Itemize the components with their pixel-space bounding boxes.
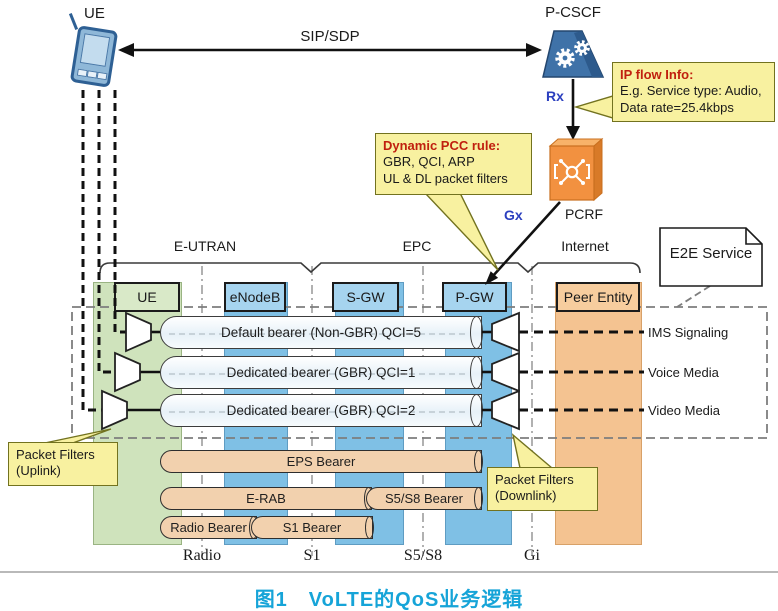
downlink-filter-icon-1 xyxy=(491,311,520,353)
eps-bearer-label: EPS Bearer xyxy=(286,454,356,469)
ue-node-label: UE xyxy=(84,5,105,22)
ue-uplink-dashed-flows xyxy=(81,90,126,412)
column-header-ue: UE xyxy=(114,282,180,312)
uplink-filter-icon-2 xyxy=(114,351,141,393)
funnel-connectors xyxy=(127,330,492,412)
ip-flow-callout-pointer xyxy=(573,95,614,119)
callout-pointers xyxy=(39,95,614,469)
downlink-callout-pointer xyxy=(511,433,554,469)
e-rab-label: E-RAB xyxy=(246,491,286,506)
interface-label-s5s8: S5/S8 xyxy=(403,547,443,564)
pcscf-node-label: P-CSCF xyxy=(545,4,601,21)
uplink-filter-icon-3 xyxy=(101,389,128,431)
bearer-pipe-inner-dash xyxy=(169,372,465,375)
gx-reference-point-label: Gx xyxy=(504,207,523,223)
column-header-sgw: S-GW xyxy=(332,282,399,312)
e2e-note-connector xyxy=(676,285,711,308)
e2e-note-icon xyxy=(659,227,763,287)
interface-label-s1: S1 xyxy=(303,547,321,564)
region-label-epc: EPC xyxy=(402,238,432,254)
pipe-end-ellipse xyxy=(365,516,374,539)
pipe-end-ellipse xyxy=(474,450,483,473)
ip-flow-info-title: IP flow Info: xyxy=(620,67,694,82)
s5s8-bearer-pipe: S5/S8 Bearer xyxy=(366,487,483,510)
uplink-packet-filter-icons xyxy=(101,311,152,431)
dynamic-pcc-rule-line2: UL & DL packet filters xyxy=(383,170,508,186)
region-braces xyxy=(99,262,641,274)
e2e-service-dashed-boundary xyxy=(71,306,768,439)
region-label-internet: Internet xyxy=(561,238,609,254)
sip-sdp-label: SIP/SDP xyxy=(300,28,360,45)
rx-reference-point-label: Rx xyxy=(546,88,564,104)
pcscf-icon xyxy=(542,30,605,78)
dynamic-pcc-rule-callout: Dynamic PCC rule: GBR, QCI, ARP UL & DL … xyxy=(375,133,532,195)
media-label-video-media: Video Media xyxy=(648,403,721,418)
column-header-peer-entity: Peer Entity xyxy=(556,282,640,312)
pcrf-icon xyxy=(548,137,604,202)
column-header-enodeb-label: eNodeB xyxy=(229,289,281,305)
packet-filters-downlink-callout: Packet Filters (Downlink) xyxy=(487,467,598,511)
downlink-filter-icon-3 xyxy=(491,389,520,431)
bearer-pipe-qci2-label: Dedicated bearer (GBR) QCI=2 xyxy=(226,403,416,418)
bearer-pipe-dedicated-qci2: Dedicated bearer (GBR) QCI=2 xyxy=(160,394,483,427)
bearer-pipe-inner-dash xyxy=(169,410,465,413)
interface-label-radio: Radio xyxy=(182,547,222,564)
ue-phone-button xyxy=(96,71,108,81)
sip-sdp-arrow xyxy=(118,43,542,57)
e-rab-pipe: E-RAB xyxy=(160,487,373,510)
column-header-pgw-label: P-GW xyxy=(455,289,494,305)
packet-filters-uplink-line2: (Uplink) xyxy=(16,463,61,479)
pcc-callout-pointer xyxy=(423,192,499,271)
figure-caption: 图1 VoLTE的QoS业务逻辑 xyxy=(254,589,524,611)
bearer-pipe-inner-dash xyxy=(169,332,465,335)
gx-arrow xyxy=(485,201,561,285)
pipe-end-ellipse xyxy=(474,487,483,510)
interface-label-gi: Gi xyxy=(524,547,540,564)
s1-bearer-label: S1 Bearer xyxy=(282,520,342,535)
downlink-packet-filter-icons xyxy=(491,311,520,431)
packet-filters-downlink-line2: (Downlink) xyxy=(495,488,557,504)
rx-arrow xyxy=(566,79,580,140)
packet-filters-uplink-line1: Packet Filters xyxy=(16,447,95,462)
eps-bearer-pipe: EPS Bearer xyxy=(160,450,483,473)
ue-phone-screen xyxy=(79,33,111,67)
column-header-sgw-label: S-GW xyxy=(346,289,385,305)
bearer-pipe-default-label: Default bearer (Non-GBR) QCI=5 xyxy=(221,325,421,340)
downlink-filter-icon-2 xyxy=(491,351,520,393)
media-label-ims-signaling: IMS Signaling xyxy=(648,325,729,340)
column-header-peer-entity-label: Peer Entity xyxy=(563,289,633,305)
s1-bearer-pipe: S1 Bearer xyxy=(251,516,374,539)
ip-flow-info-line1: E.g. Service type: Audio, xyxy=(620,83,762,99)
ip-flow-info-callout: IP flow Info: E.g. Service type: Audio, … xyxy=(612,62,775,122)
region-label-eutran: E-UTRAN xyxy=(173,238,237,254)
column-header-enodeb: eNodeB xyxy=(224,282,286,312)
packet-filters-downlink-line1: Packet Filters xyxy=(495,472,574,487)
radio-bearer-label: Radio Bearer xyxy=(170,520,247,535)
dynamic-pcc-rule-title: Dynamic PCC rule: xyxy=(383,138,501,153)
bearer-pipe-dedicated-qci1: Dedicated bearer (GBR) QCI=1 xyxy=(160,356,483,389)
bearer-pipe-default: Default bearer (Non-GBR) QCI=5 xyxy=(160,316,483,349)
uplink-filter-icon-1 xyxy=(125,311,152,353)
bearer-pipe-qci1-label: Dedicated bearer (GBR) QCI=1 xyxy=(226,365,416,380)
downlink-dashed-flows xyxy=(519,330,644,412)
s5s8-bearer-label: S5/S8 Bearer xyxy=(384,491,464,506)
media-label-voice-media: Voice Media xyxy=(648,365,719,380)
ip-flow-info-line2: Data rate=25.4kbps xyxy=(620,99,734,115)
pcrf-node-label: PCRF xyxy=(564,206,604,222)
packet-filters-uplink-callout: Packet Filters (Uplink) xyxy=(8,442,118,486)
e2e-service-label: E2E Service xyxy=(669,245,753,262)
column-header-pgw: P-GW xyxy=(442,282,507,312)
dynamic-pcc-rule-line1: GBR, QCI, ARP xyxy=(383,154,475,170)
column-header-ue-label: UE xyxy=(137,289,157,305)
radio-bearer-pipe: Radio Bearer xyxy=(160,516,258,539)
caption-divider xyxy=(0,571,778,573)
